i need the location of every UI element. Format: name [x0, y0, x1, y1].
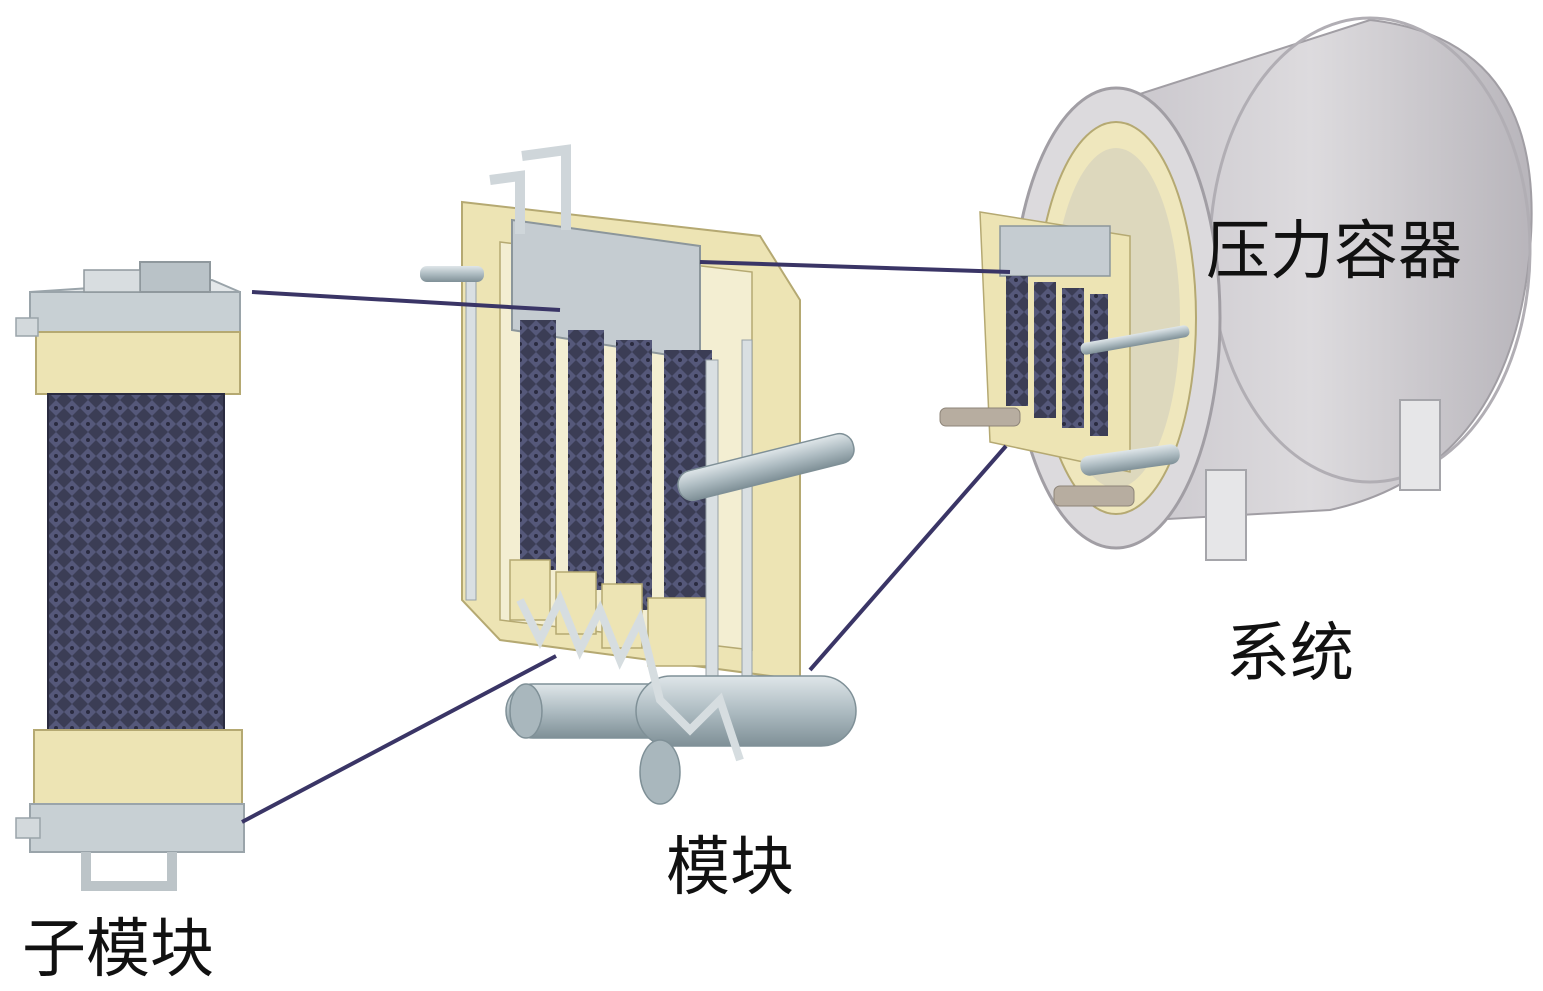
connector-lines [241, 260, 1011, 824]
module-illustration [420, 144, 857, 805]
connector-submodule-bottom [241, 654, 557, 824]
connector-module-top [699, 260, 1011, 274]
submodule-illustration [15, 261, 245, 891]
pressure-vessel-label: 压力容器 [1206, 215, 1462, 289]
system-label: 系统 [1226, 617, 1354, 691]
system-illustration [939, 16, 1533, 561]
connector-submodule-top [251, 290, 561, 312]
submodule-label: 子模块 [22, 913, 214, 987]
module-label: 模块 [666, 831, 794, 905]
connector-module-bottom [808, 444, 1008, 672]
